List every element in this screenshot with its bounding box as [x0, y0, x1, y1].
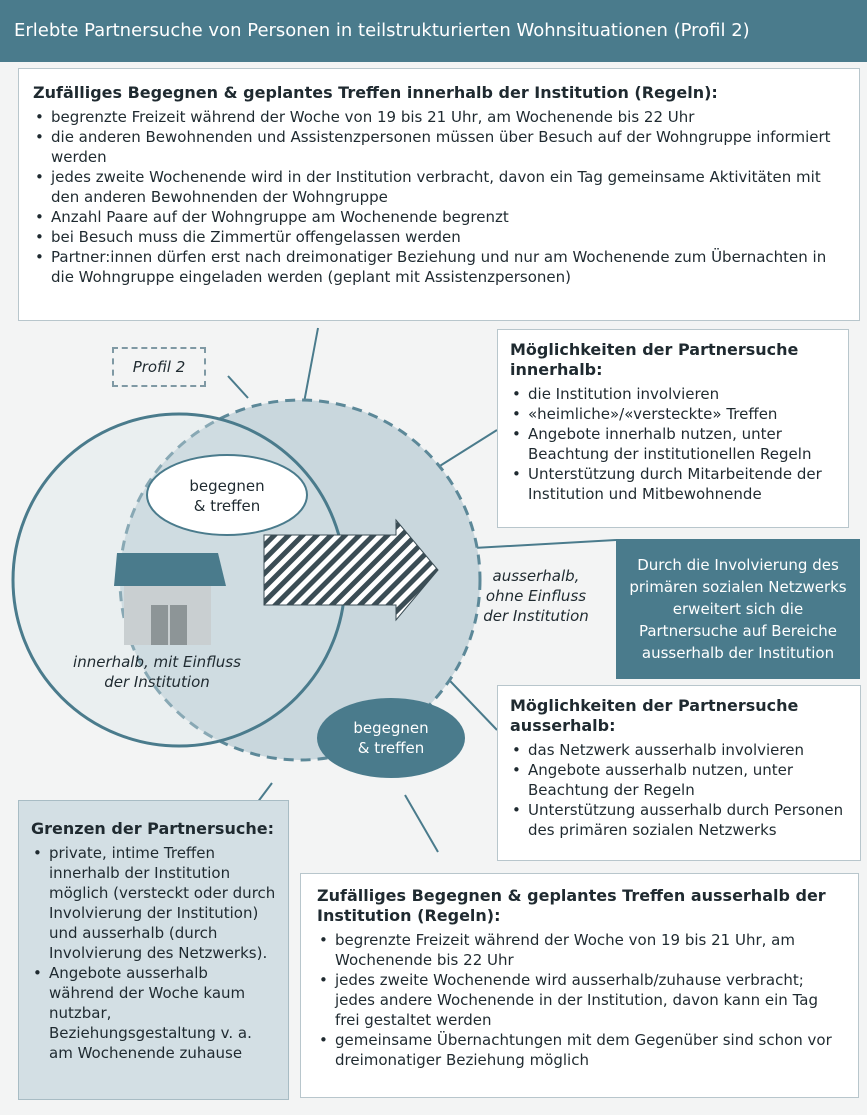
list-item: «heimliche»/«versteckte» Treffen [510, 404, 836, 424]
limits-box: Grenzen der Partnersuche: private, intim… [18, 800, 289, 1100]
inside-options-box: Möglichkeiten der Partnersuche innerhalb… [497, 329, 849, 528]
network-callout-text: Durch die Involvierung des primären sozi… [629, 556, 847, 662]
network-callout: Durch die Involvierung des primären sozi… [616, 539, 860, 679]
direction-arrow [263, 518, 439, 622]
outside-rules-list: begrenzte Freizeit während der Woche von… [317, 930, 842, 1070]
list-item: Unterstützung ausserhalb durch Personen … [510, 800, 848, 840]
list-item: Unterstützung durch Mitarbeitende der In… [510, 464, 836, 504]
inside-rules-box: Zufälliges Begegnen & geplantes Treffen … [18, 68, 860, 321]
list-item: jedes zweite Wochenende wird in der Inst… [33, 167, 845, 207]
outside-area-label: ausserhalb, ohne Einfluss der Institutio… [483, 567, 589, 625]
inside-oval-label: begegnen & treffen [189, 477, 265, 515]
list-item: begrenzte Freizeit während der Woche von… [317, 930, 842, 970]
inside-options-list: die Institution involvieren «heimliche»/… [510, 384, 836, 504]
list-item: begrenzte Freizeit während der Woche von… [33, 107, 845, 127]
list-item: die anderen Bewohnenden und Assistenzper… [33, 127, 845, 167]
outside-options-box: Möglichkeiten der Partnersuche ausserhal… [497, 685, 861, 861]
list-item: Partner:innen dürfen erst nach dreimonat… [33, 247, 845, 287]
inside-area-label: innerhalb, mit Einfluss der Institution [73, 653, 241, 691]
page-title: Erlebte Partnersuche von Personen in tei… [0, 0, 867, 62]
list-item: Angebote ausserhalb während der Woche ka… [31, 963, 276, 1063]
connector-profile [227, 375, 249, 399]
limits-list: private, intime Treffen innerhalb der In… [31, 843, 276, 1063]
connector-bottom-box [404, 794, 439, 853]
profile-label: Profil 2 [112, 347, 206, 387]
list-item: private, intime Treffen innerhalb der In… [31, 843, 276, 963]
inside-options-title: Möglichkeiten der Partnersuche innerhalb… [510, 340, 799, 379]
list-item: bei Besuch muss die Zimmertür offengelas… [33, 227, 845, 247]
outside-rules-title: Zufälliges Begegnen & geplantes Treffen … [317, 886, 826, 925]
house-icon [114, 553, 226, 645]
inside-rules-list: begrenzte Freizeit während der Woche von… [33, 107, 845, 287]
inside-rules-title: Zufälliges Begegnen & geplantes Treffen … [33, 83, 718, 102]
list-item: jedes zweite Wochenende wird ausserhalb/… [317, 970, 842, 1030]
list-item: das Netzwerk ausserhalb involvieren [510, 740, 848, 760]
outside-oval [317, 698, 465, 778]
list-item: Angebote ausserhalb nutzen, unter Beacht… [510, 760, 848, 800]
inside-oval [146, 454, 308, 536]
outside-oval-label: begegnen & treffen [353, 719, 429, 757]
outside-options-title: Möglichkeiten der Partnersuche ausserhal… [510, 696, 799, 735]
list-item: Anzahl Paare auf der Wohngruppe am Woche… [33, 207, 845, 227]
list-item: Angebote innerhalb nutzen, unter Beachtu… [510, 424, 836, 464]
outside-options-list: das Netzwerk ausserhalb involvieren Ange… [510, 740, 848, 840]
list-item: die Institution involvieren [510, 384, 836, 404]
list-item: gemeinsame Übernachtungen mit dem Gegenü… [317, 1030, 842, 1070]
outside-rules-box: Zufälliges Begegnen & geplantes Treffen … [300, 873, 859, 1098]
limits-title: Grenzen der Partnersuche: [31, 819, 274, 838]
